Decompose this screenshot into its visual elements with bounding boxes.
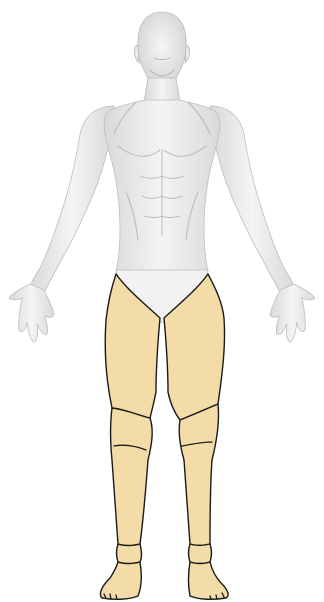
left-arm <box>210 106 294 292</box>
left-hand <box>270 284 315 342</box>
right-lower-leg <box>111 408 153 546</box>
head <box>138 12 186 88</box>
right-hand <box>9 284 54 342</box>
right-ankle <box>117 544 142 564</box>
left-ankle <box>189 544 212 564</box>
highlighted-legs <box>100 274 228 599</box>
right-ear <box>134 45 139 63</box>
left-ear <box>185 45 190 63</box>
right-foot <box>100 562 141 599</box>
neck <box>144 78 180 102</box>
left-lower-leg <box>179 404 218 546</box>
right-arm <box>30 106 114 292</box>
